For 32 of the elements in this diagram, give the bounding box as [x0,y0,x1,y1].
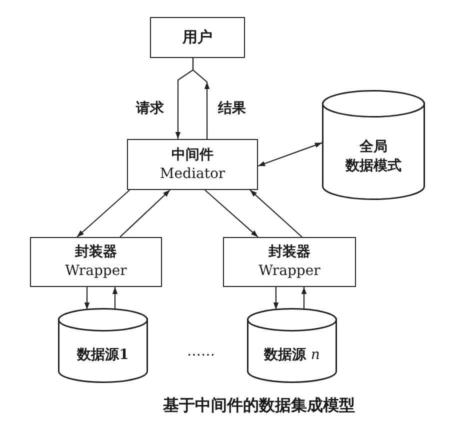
node-label: 数据源1 [77,346,129,365]
node-label: 全局 [360,138,388,157]
arrow [273,287,279,310]
arrow [192,58,210,139]
process-box [127,139,258,190]
arrow [250,190,302,238]
arrow [204,190,258,238]
arrow [76,190,130,238]
ellipsis: …… [187,344,215,360]
node-label: 用户 [182,27,212,48]
node-label: 封装器 [268,243,310,262]
node-label: Mediator [160,164,226,184]
database-cylinder [58,308,148,383]
edge-label: 结果 [217,100,247,118]
node-label: 中间件 [172,146,214,164]
double-arrow [258,142,322,167]
arrow [301,287,307,310]
arrow [112,287,118,310]
node-label: Wrapper [258,262,320,281]
process-box [150,17,245,58]
caption: 基于中间件的数据集成模型 [163,395,355,415]
process-box [223,237,356,287]
database-cylinder [322,90,425,200]
node-label: 封装器 [75,243,117,262]
node-label: Wrapper [65,262,127,281]
node-label: 数据源 n [264,346,320,365]
arrow [84,287,90,310]
node-label: 数据模式 [346,157,402,176]
arrow [120,190,170,238]
database-cylinder [247,308,337,383]
edge-label: 请求 [135,100,165,118]
process-box [30,237,162,287]
